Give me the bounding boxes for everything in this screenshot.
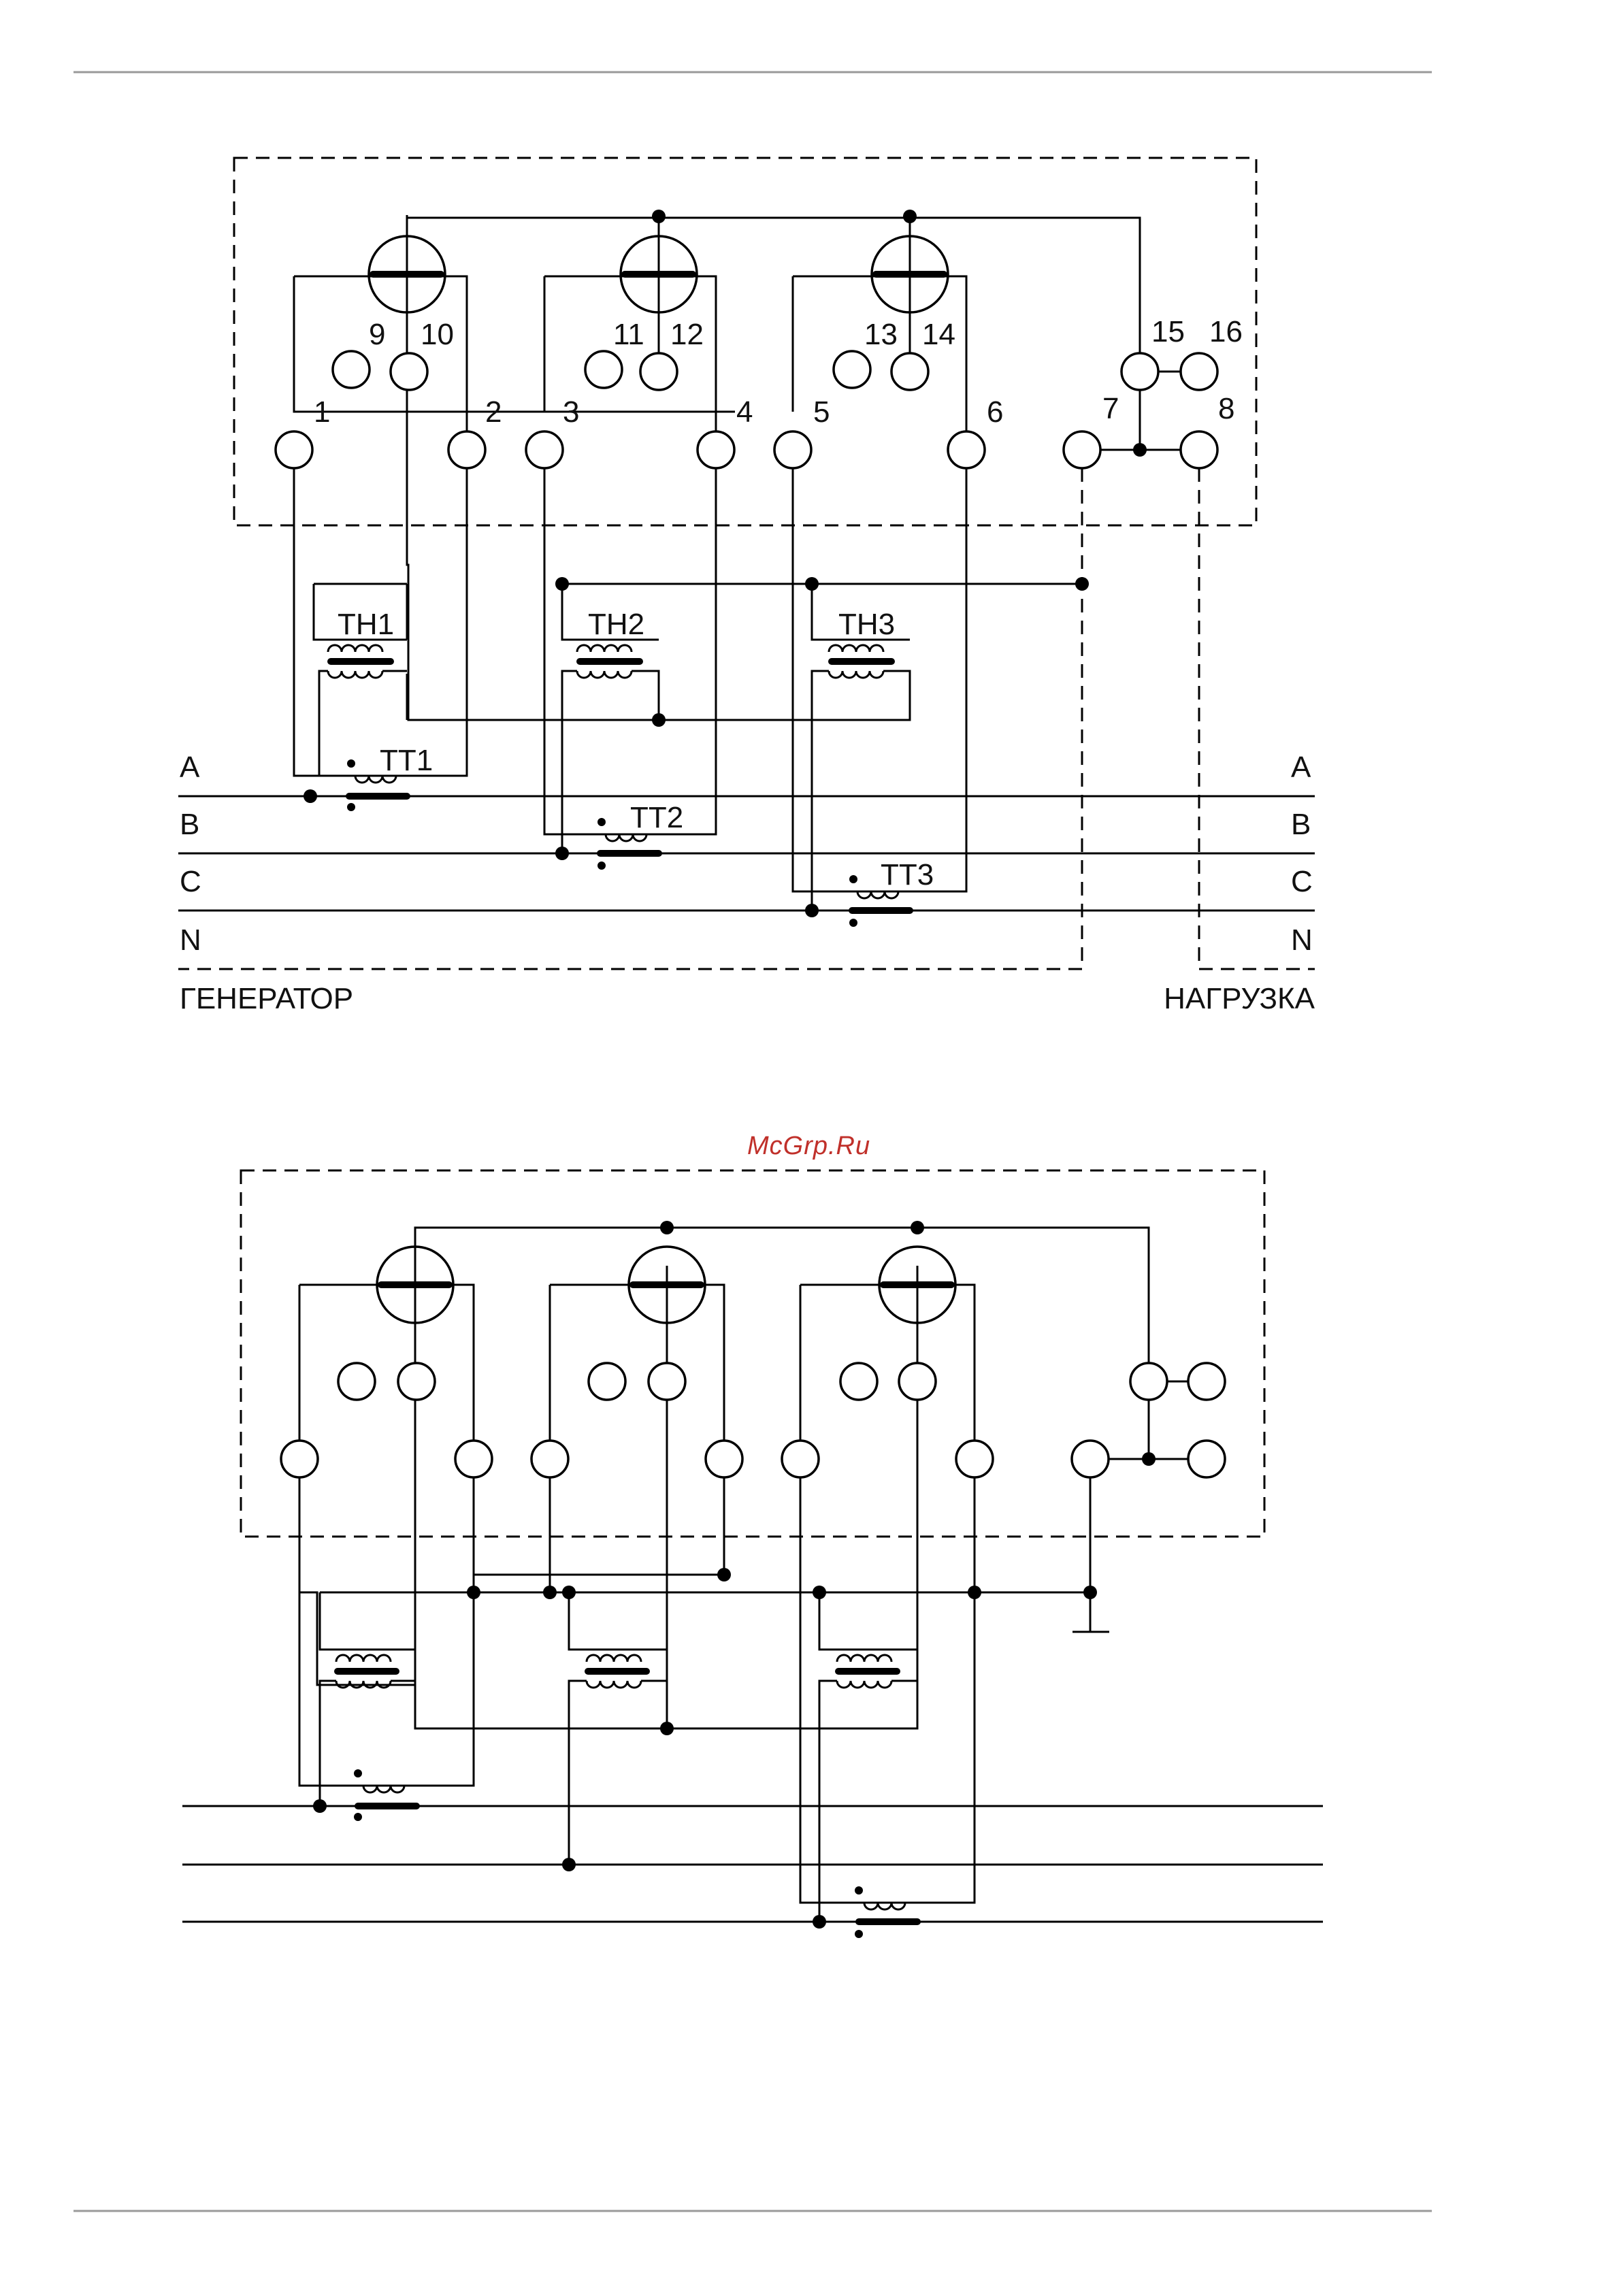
diagram-2 <box>182 1170 1323 1938</box>
meter-housing-outline-2 <box>241 1170 1264 1537</box>
diagram-1: 1 2 3 4 5 6 7 8 9 10 11 12 13 14 15 16 Т… <box>178 158 1315 1015</box>
terminal-label-11: 11 <box>613 318 644 351</box>
terminal-label-16: 16 <box>1209 315 1243 348</box>
terminal-label-9: 9 <box>369 318 385 351</box>
terminal-label-15: 15 <box>1151 315 1185 348</box>
tt1-label: ТТ1 <box>380 744 433 777</box>
phase-label-right-n: N <box>1291 923 1313 957</box>
terminal-label-14: 14 <box>922 318 955 351</box>
generator-label: ГЕНЕРАТОР <box>180 982 353 1015</box>
voltage-transformer-2 <box>562 584 666 727</box>
voltage-terminal-block <box>1064 353 1217 468</box>
phase-labels: A B C N A B C N ГЕНЕРАТОР НАГРУЗКА <box>180 751 1315 1015</box>
terminal-label-12: 12 <box>670 318 704 351</box>
terminal-label-2: 2 <box>485 395 502 429</box>
measuring-element-2-1 <box>281 1247 492 1685</box>
terminal-label-7: 7 <box>1102 392 1119 425</box>
transformer-labels: ТН1 ТН2 ТН3 ТТ1 ТТ2 ТТ3 <box>338 608 934 891</box>
meter-housing-outline <box>234 158 1256 525</box>
current-transformer-2-2 <box>562 1858 576 1871</box>
phase-label-left-a: A <box>180 751 200 784</box>
terminal-label-6: 6 <box>987 395 1003 429</box>
th2-label: ТН2 <box>588 608 644 641</box>
terminal-label-3: 3 <box>563 395 579 429</box>
phase-label-right-a: A <box>1291 751 1311 784</box>
phase-lines-1 <box>178 796 1315 911</box>
phase-label-right-b: B <box>1291 808 1311 841</box>
th3-label: ТН3 <box>838 608 895 641</box>
terminal-label-1: 1 <box>314 395 330 429</box>
current-transformer-3 <box>793 468 966 927</box>
terminal-label-4: 4 <box>736 395 753 429</box>
load-label: НАГРУЗКА <box>1164 982 1315 1015</box>
terminal-label-13: 13 <box>864 318 898 351</box>
phase-label-right-c: C <box>1291 865 1313 898</box>
voltage-transformer-3 <box>659 584 910 720</box>
current-transformer-2-3 <box>800 1477 975 1938</box>
tt3-label: ТТ3 <box>881 858 934 891</box>
th1-label: ТН1 <box>338 608 394 641</box>
phase-label-left-c: C <box>180 865 201 898</box>
voltage-transformer-2-3 <box>667 1592 917 1922</box>
phase-label-left-n: N <box>180 923 201 957</box>
terminal-label-5: 5 <box>813 395 830 429</box>
phase-lines-2 <box>182 1806 1323 1922</box>
phase-label-left-b: B <box>180 808 199 841</box>
tt2-label: ТТ2 <box>630 801 683 834</box>
terminal-label-10: 10 <box>421 318 454 351</box>
watermark: McGrp.Ru <box>747 1132 870 1160</box>
measuring-element-1 <box>276 218 735 720</box>
voltage-transformer-2-1 <box>320 1592 667 1786</box>
voltage-terminal-block-2 <box>1072 1363 1225 1632</box>
terminal-label-8: 8 <box>1218 392 1234 425</box>
